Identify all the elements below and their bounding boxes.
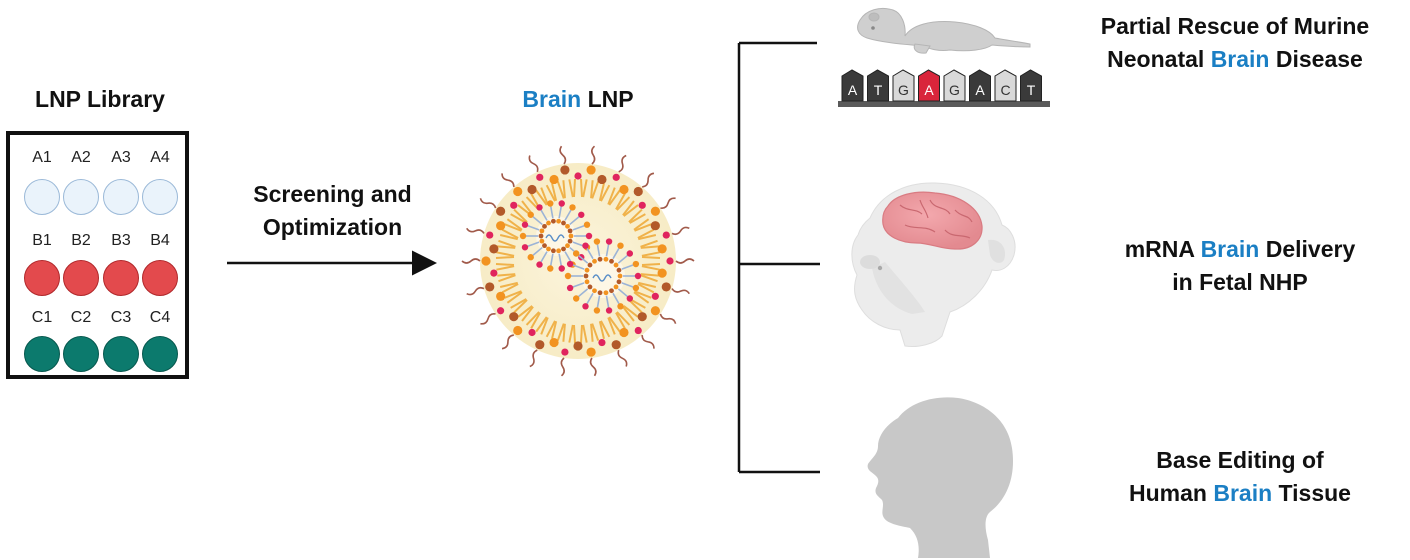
well-b1 <box>24 260 60 296</box>
well-c4 <box>142 336 178 372</box>
dna-base-letter: A <box>924 82 934 98</box>
dna-base-letter: G <box>898 82 909 98</box>
text: Disease <box>1269 46 1363 72</box>
well-label: B3 <box>111 232 131 249</box>
text: Tissue <box>1272 480 1351 506</box>
well-label: A1 <box>32 149 52 166</box>
well-label: A4 <box>150 149 170 166</box>
outcome-base-editing: Base Editing of Human Brain Tissue <box>1080 444 1400 510</box>
well-label: A2 <box>71 149 91 166</box>
brain-highlight: Brain <box>1200 236 1260 262</box>
outcome-1-line2: Neonatal Brain Disease <box>1070 43 1400 76</box>
well-b2 <box>63 260 99 296</box>
brain-lnp-rest: LNP <box>581 86 634 112</box>
well-a3 <box>103 179 139 215</box>
brain-highlight: Brain <box>522 86 582 112</box>
outcome-mrna-delivery: mRNA Brain Delivery in Fetal NHP <box>1080 233 1400 299</box>
well-label: B2 <box>71 232 91 249</box>
well-c3 <box>103 336 139 372</box>
outcome-2-line2: in Fetal NHP <box>1172 269 1308 295</box>
lnp-library-title: LNP Library <box>35 86 165 112</box>
text: Human <box>1129 480 1214 506</box>
well-label: B4 <box>150 232 170 249</box>
well-b3 <box>103 260 139 296</box>
screening-label-line1: Screening and <box>253 181 412 207</box>
well-a2 <box>63 179 99 215</box>
well-c1 <box>24 336 60 372</box>
outcome-1-line1: Partial Rescue of Murine <box>1100 13 1370 39</box>
lnp-particle <box>461 145 695 377</box>
brain-highlight: Brain <box>1213 480 1273 506</box>
well-b4 <box>142 260 178 296</box>
mouse-pup-icon <box>857 7 1031 54</box>
well-plate: A1 A2 A3 A4 B1 B2 B3 B4 C1 C2 C3 C4 <box>6 131 189 379</box>
dna-base-letter: C <box>1000 82 1010 98</box>
outcome-2-line1: mRNA Brain Delivery <box>1080 233 1400 266</box>
screening-label-line2: Optimization <box>262 214 403 240</box>
well-a4 <box>142 179 178 215</box>
well-label: A3 <box>111 149 131 166</box>
well-c2 <box>63 336 99 372</box>
dna-base-letter: T <box>874 82 883 98</box>
brain-lnp-title: Brain LNP <box>488 86 668 113</box>
human-child-head-icon <box>867 397 1014 558</box>
brain-icon <box>882 191 983 250</box>
text: mRNA <box>1124 236 1201 262</box>
screening-label: Screening and Optimization <box>225 178 440 244</box>
outcome-3-line2: Human Brain Tissue <box>1080 477 1400 510</box>
brain-highlight: Brain <box>1210 46 1270 72</box>
text: Delivery <box>1259 236 1356 262</box>
dna-base-letter: A <box>848 82 858 98</box>
well-label: B1 <box>32 232 52 249</box>
text: Neonatal <box>1107 46 1211 72</box>
outcome-murine-rescue: Partial Rescue of Murine Neonatal Brain … <box>1070 10 1400 76</box>
well-label: C2 <box>70 309 92 326</box>
outcome-bracket <box>737 41 820 474</box>
well-label: C3 <box>110 309 132 326</box>
outcome-3-line1: Base Editing of <box>1156 447 1324 473</box>
dna-base-letter: A <box>975 82 985 98</box>
well-label: C4 <box>149 309 171 326</box>
dna-base-letter: G <box>949 82 960 98</box>
well-label: C1 <box>31 309 53 326</box>
dna-base-letter: T <box>1027 82 1036 98</box>
monkey-head-icon <box>851 182 1016 347</box>
well-a1 <box>24 179 60 215</box>
